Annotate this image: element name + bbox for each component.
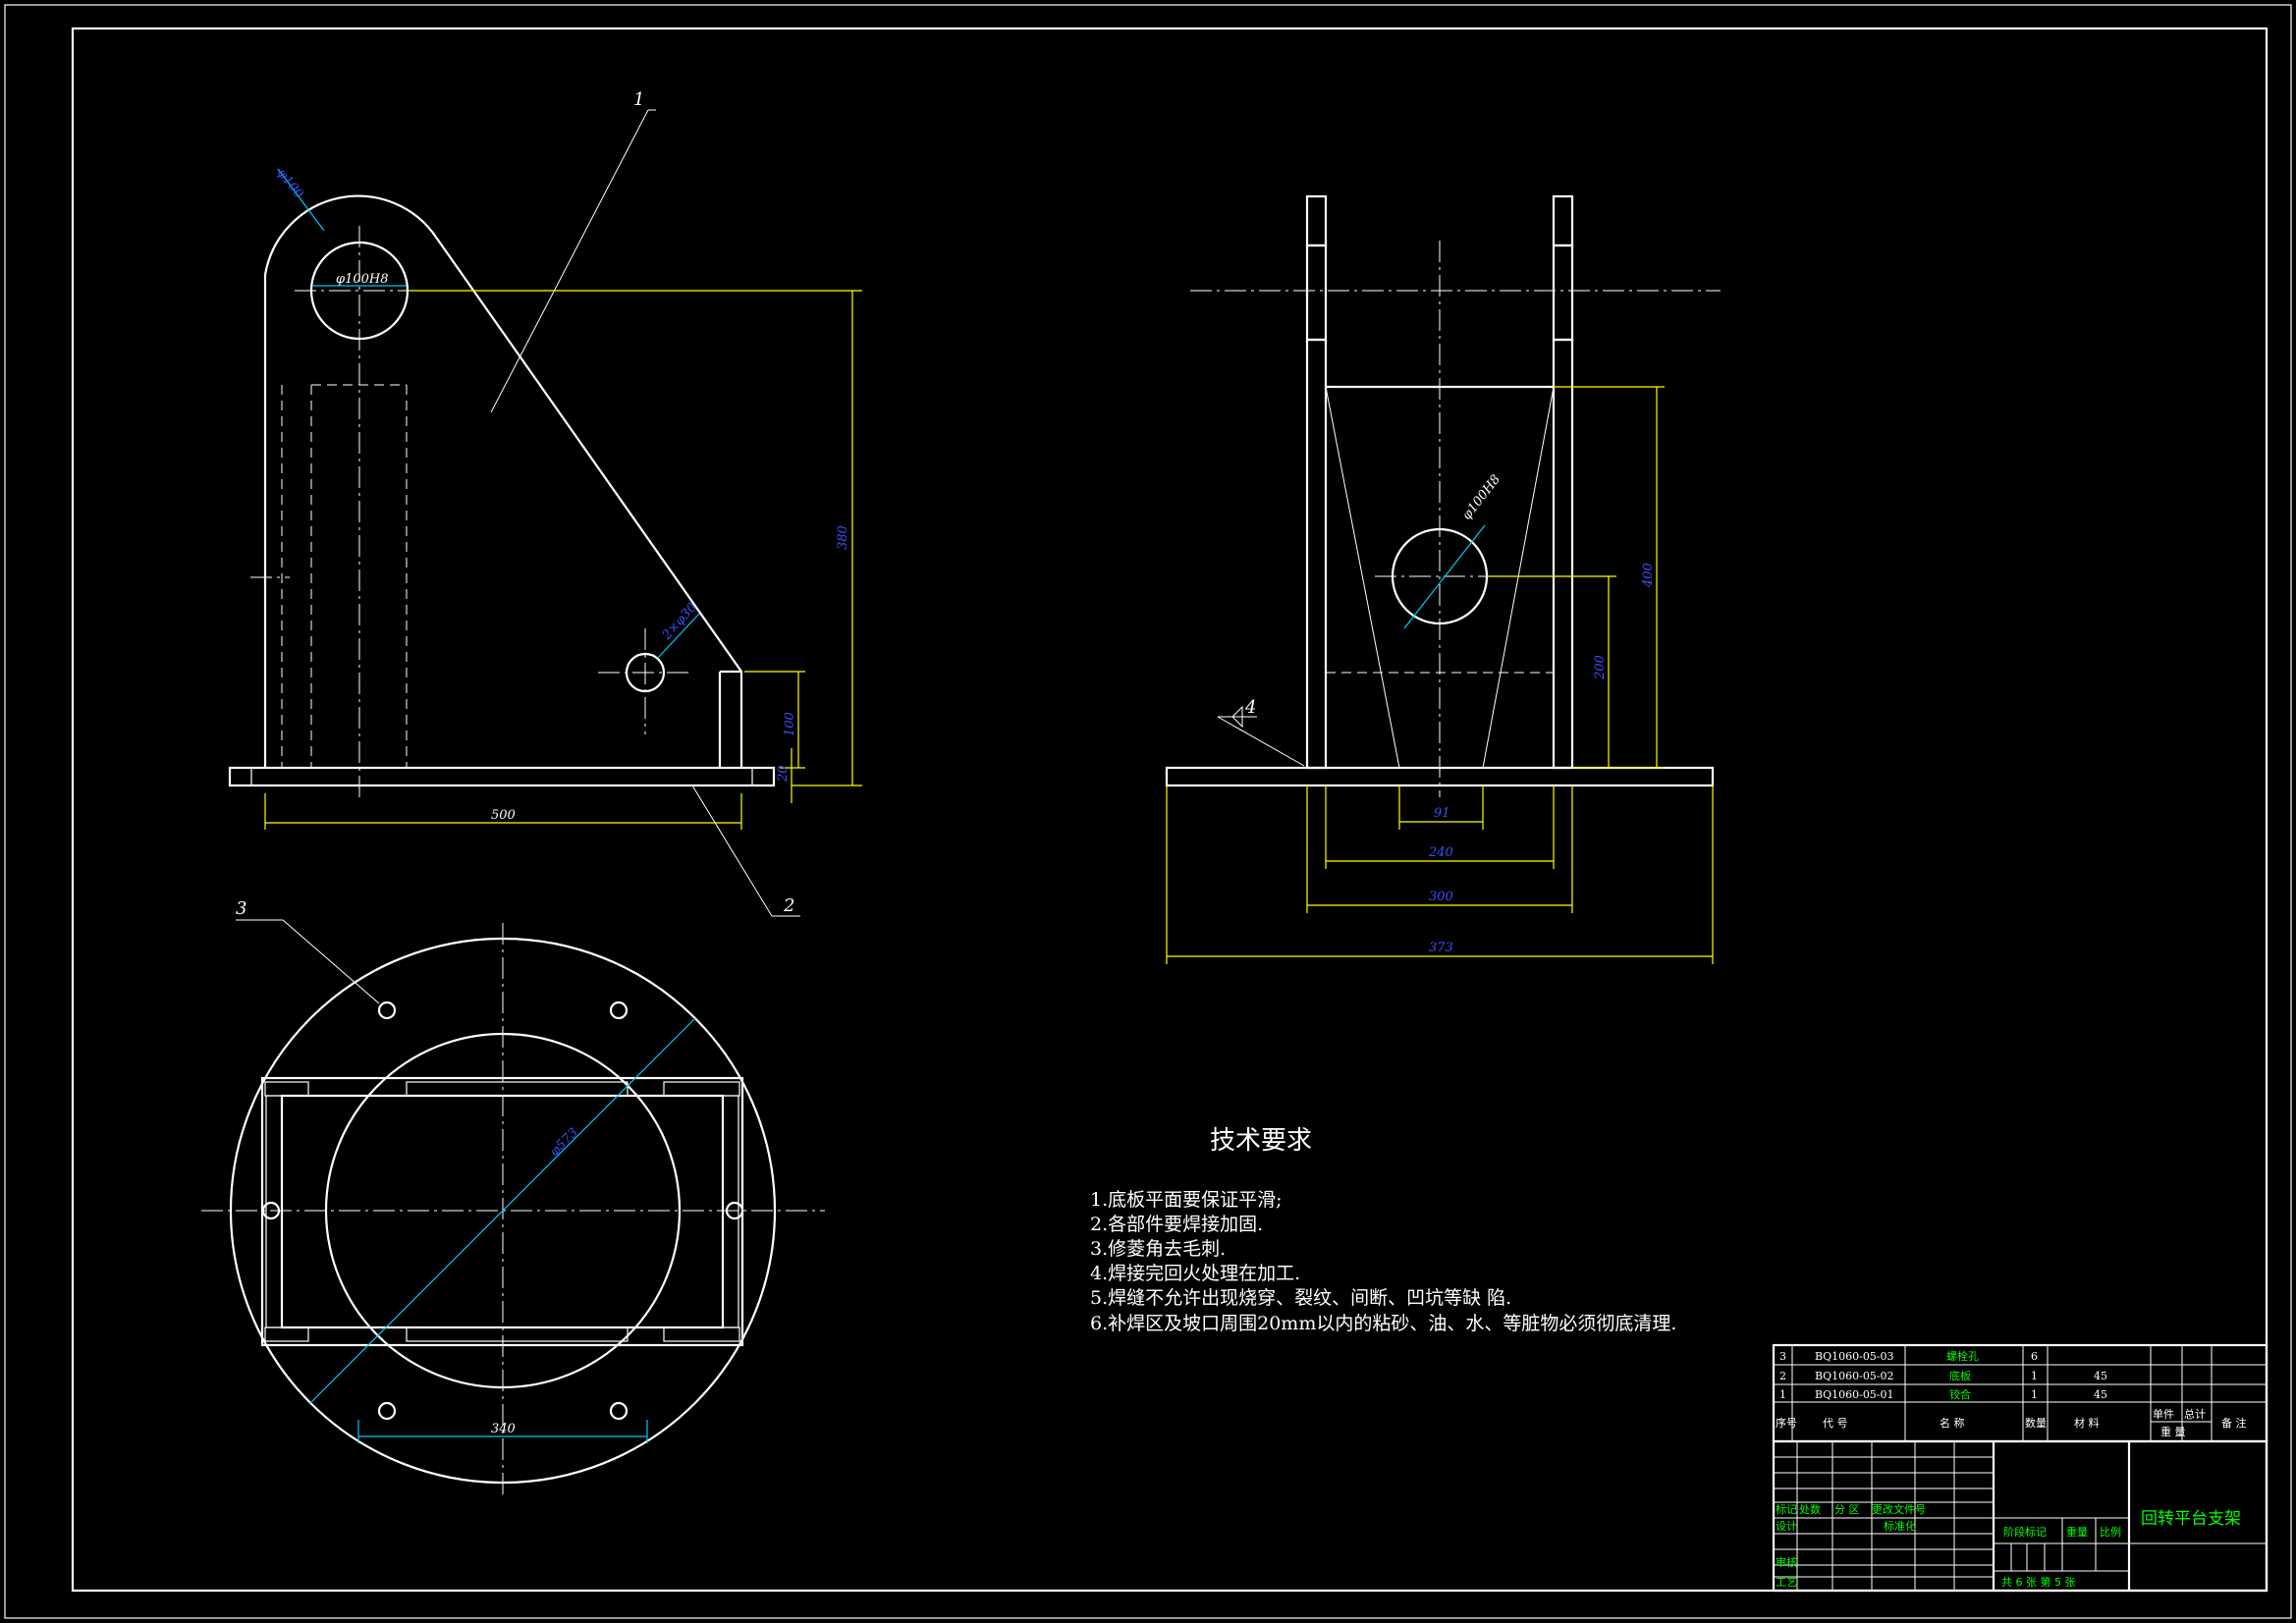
front-view: φ100H8 φ100 2×φ30 380 100 20 500 (228, 166, 862, 830)
svg-text:更改文件号: 更改文件号 (1872, 1502, 1926, 1516)
front-dim-top: φ100 (274, 166, 306, 201)
svg-text:2: 2 (1779, 1370, 1786, 1382)
front-dim-small-hole: 2×φ30 (659, 600, 700, 643)
svg-text:重 量: 重 量 (2160, 1425, 2186, 1438)
svg-text:铰合: 铰合 (1949, 1387, 1971, 1401)
svg-text:BQ1060-05-03: BQ1060-05-03 (1815, 1350, 1894, 1363)
tech-item: 6.补焊区及坡口周围20mm以内的粘砂、油、水、等脏物必须彻底清理. (1090, 1313, 1676, 1334)
tech-item: 3.修菱角去毛刺. (1090, 1238, 1226, 1260)
bolt-hole (609, 1401, 629, 1421)
svg-text:1: 1 (2031, 1388, 2038, 1401)
side-dim-w1: 91 (1434, 806, 1450, 821)
svg-text:螺栓孔: 螺栓孔 (1946, 1349, 1979, 1363)
svg-text:标准化: 标准化 (1884, 1519, 1916, 1533)
side-dim-w2: 240 (1428, 845, 1453, 860)
svg-text:设计: 设计 (1776, 1520, 1797, 1533)
drawing-title: 回转平台支架 (2141, 1509, 2241, 1529)
tech-item: 2.各部件要焊接加固. (1090, 1214, 1263, 1235)
bolt-hole (261, 1201, 281, 1220)
svg-text:单件: 单件 (2153, 1408, 2174, 1421)
side-dim-height-total: 400 (1641, 563, 1656, 588)
tech-item: 1.底板平面要保证平滑; (1090, 1189, 1283, 1211)
svg-text:备 注: 备 注 (2221, 1416, 2247, 1430)
label-part-2: 2 (783, 895, 794, 916)
svg-text:1: 1 (2031, 1370, 2038, 1382)
parts-list: 3 BQ1060-05-03 螺栓孔 6 2 BQ1060-05-02 底板 1… (1772, 1343, 2269, 1443)
side-dim-w4: 373 (1429, 941, 1453, 955)
svg-text:45: 45 (2094, 1388, 2107, 1401)
inner-frame (71, 27, 2269, 1593)
bolt-hole (725, 1201, 744, 1220)
svg-text:处数: 处数 (1799, 1503, 1821, 1516)
svg-text:总计: 总计 (2184, 1407, 2206, 1421)
front-dim-plate: 20 (776, 765, 791, 783)
side-view: φ100H8 400 200 91 240 300 373 4 (1165, 194, 1721, 964)
bolt-hole (609, 1001, 629, 1020)
svg-text:分 区: 分 区 (1834, 1503, 1860, 1516)
svg-text:底板: 底板 (1949, 1369, 1971, 1382)
front-dim-rise: 100 (783, 712, 797, 736)
plan-dim-diam: φ573 (547, 1125, 581, 1160)
tech-item: 5.焊缝不允许出现烧穿、裂纹、间断、凹坑等缺 陷. (1090, 1287, 1511, 1309)
outer-border (4, 4, 2292, 1619)
svg-text:代 号: 代 号 (1823, 1417, 1848, 1430)
svg-text:共 6 张 第 5 张: 共 6 张 第 5 张 (2001, 1575, 2075, 1589)
svg-text:名 称: 名 称 (1940, 1416, 1965, 1430)
title-block: 标记 处数 分 区 更改文件号 设计 标准化 审核 工艺 阶段标记 重量 比例 … (1772, 1439, 2269, 1593)
side-dim-hole: φ100H8 (1459, 472, 1503, 522)
svg-text:阶段标记: 阶段标记 (2003, 1525, 2047, 1539)
svg-text:材 料: 材 料 (2074, 1416, 2100, 1430)
svg-text:重量: 重量 (2066, 1525, 2088, 1539)
svg-text:1: 1 (1779, 1388, 1786, 1401)
svg-text:工艺: 工艺 (1776, 1576, 1797, 1589)
front-base-plate (228, 766, 776, 787)
tech-item: 4.焊接完回火处理在加工. (1090, 1263, 1300, 1284)
svg-text:标记: 标记 (1776, 1502, 1797, 1516)
svg-text:6: 6 (2031, 1350, 2038, 1363)
plan-dim-span: 340 (491, 1422, 516, 1436)
side-dim-w3: 300 (1429, 890, 1453, 904)
tech-title: 技术要求 (1210, 1126, 1312, 1156)
svg-text:序号: 序号 (1776, 1416, 1797, 1430)
plan-view: φ573 340 3 (201, 898, 825, 1497)
svg-text:45: 45 (2094, 1370, 2107, 1382)
svg-text:BQ1060-05-02: BQ1060-05-02 (1815, 1370, 1894, 1382)
label-part-1: 1 (633, 89, 644, 110)
tech-requirements: 技术要求 1.底板平面要保证平滑; 2.各部件要焊接加固. 3.修菱角去毛刺. … (1090, 1126, 1676, 1334)
svg-text:数量: 数量 (2025, 1417, 2047, 1430)
svg-text:BQ1060-05-01: BQ1060-05-01 (1815, 1388, 1894, 1401)
svg-text:比例: 比例 (2100, 1525, 2121, 1539)
svg-text:审核: 审核 (1776, 1555, 1797, 1569)
side-dim-height-center: 200 (1593, 655, 1608, 680)
bolt-hole (377, 1001, 397, 1020)
label-weld-4: 4 (1244, 697, 1256, 718)
front-dim-hole: φ100H8 (336, 272, 389, 287)
svg-text:3: 3 (1779, 1350, 1786, 1363)
front-dim-width: 500 (491, 808, 516, 823)
label-part-3: 3 (236, 898, 246, 919)
front-top-hole (309, 241, 410, 341)
front-dim-height: 380 (836, 525, 850, 550)
front-bracket-outline (263, 194, 743, 768)
bolt-hole (377, 1401, 397, 1421)
